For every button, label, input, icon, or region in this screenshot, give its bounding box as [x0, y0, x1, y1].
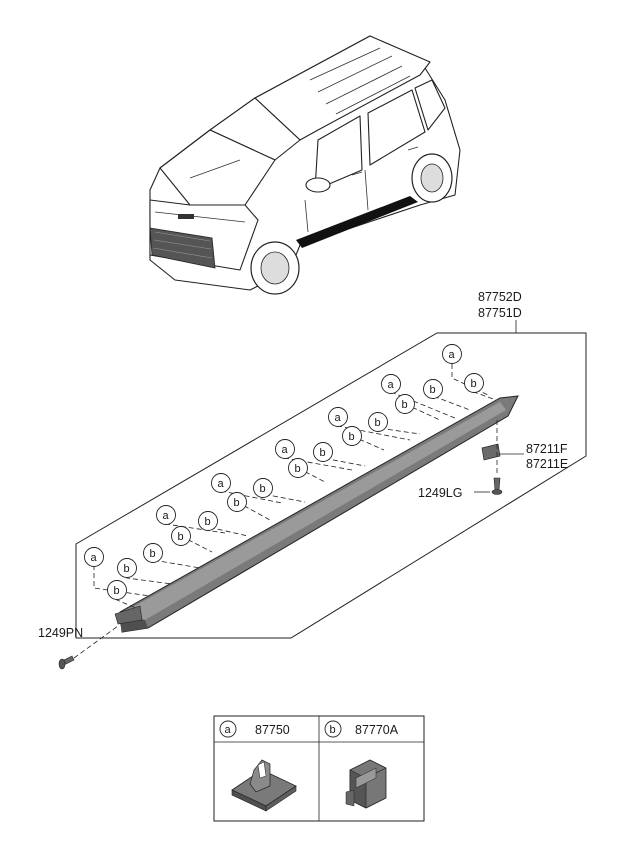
part-label-87752D: 87752D	[478, 290, 522, 304]
side-sill-moulding	[114, 395, 519, 633]
svg-text:b: b	[114, 585, 120, 597]
svg-text:b: b	[178, 531, 184, 543]
svg-text:b: b	[320, 447, 326, 459]
svg-text:b: b	[402, 399, 408, 411]
svg-text:a: a	[388, 379, 395, 391]
part-label-1249PN: 1249PN	[38, 626, 83, 640]
legend-part-87750: 87750	[255, 723, 290, 737]
clip-callouts: a a a a a a a b b b b b b b b b b b	[84, 344, 497, 609]
svg-text:b: b	[205, 516, 211, 528]
assembly-frame	[75, 332, 587, 639]
part-label-87211F: 87211F	[526, 442, 568, 456]
screw-1249PN	[58, 655, 75, 670]
svg-text:a: a	[449, 349, 456, 361]
legend-table: a 87750 b 87770A	[213, 715, 425, 822]
legend-letter-a: a	[225, 724, 232, 736]
vehicle-illustration	[149, 35, 461, 295]
svg-text:a: a	[282, 444, 289, 456]
svg-text:b: b	[349, 431, 355, 443]
svg-text:a: a	[335, 412, 342, 424]
clip-b-illustration	[345, 759, 387, 809]
screw-1249LG	[491, 477, 503, 495]
svg-text:b: b	[375, 417, 381, 429]
svg-text:a: a	[218, 478, 225, 490]
part-label-87751D: 87751D	[478, 306, 522, 320]
svg-text:b: b	[471, 378, 477, 390]
svg-text:b: b	[234, 497, 240, 509]
part-label-87211E: 87211E	[526, 457, 568, 471]
svg-text:a: a	[91, 552, 98, 564]
svg-text:b: b	[295, 463, 301, 475]
legend-letter-b: b	[330, 724, 336, 736]
svg-text:b: b	[150, 548, 156, 560]
part-label-1249LG: 1249LG	[418, 486, 462, 500]
clip-a-illustration	[231, 759, 297, 812]
legend-part-87770A: 87770A	[355, 723, 399, 737]
svg-text:b: b	[430, 384, 436, 396]
svg-text:b: b	[260, 483, 266, 495]
svg-text:a: a	[163, 510, 170, 522]
bracket-part	[481, 443, 501, 461]
svg-text:b: b	[124, 563, 130, 575]
